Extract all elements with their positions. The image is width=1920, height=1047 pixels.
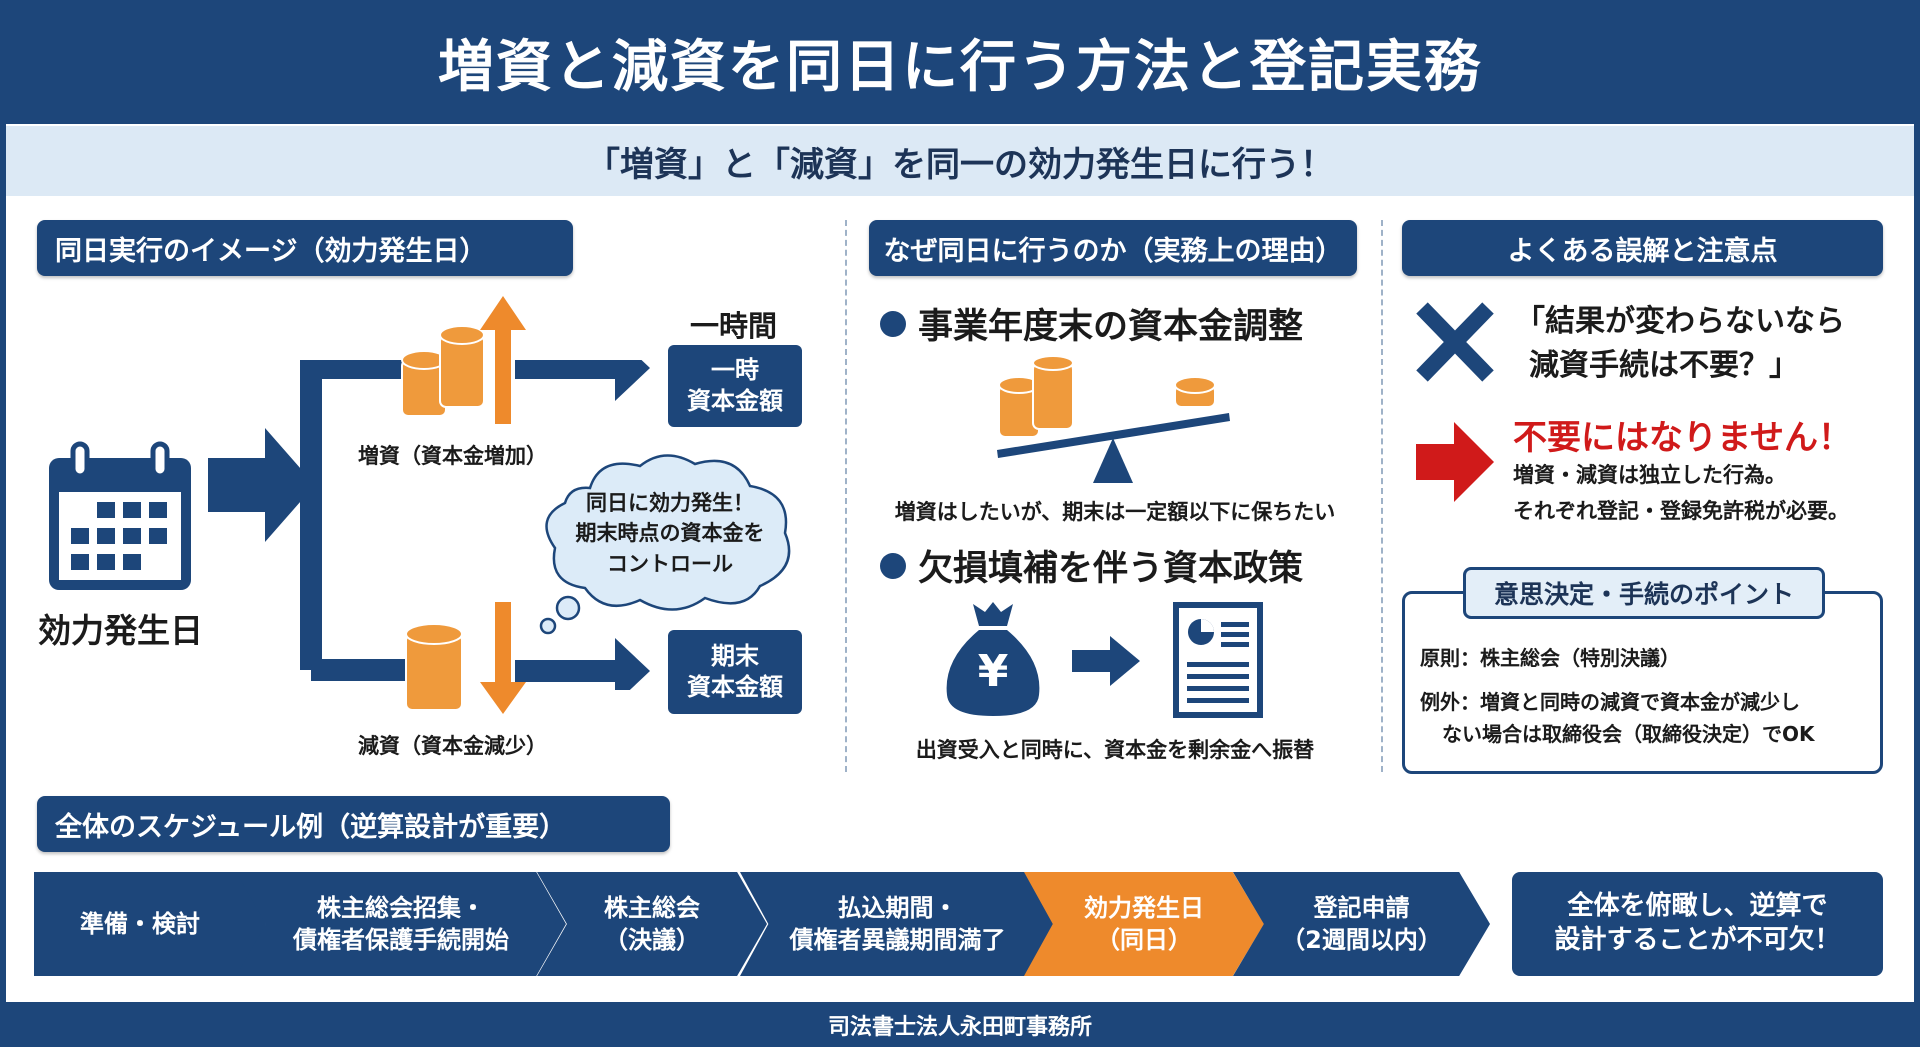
step-4-line2: 債権者異議期間満了 <box>789 926 1006 954</box>
decrease-label: 減資（資本金減少） <box>358 734 547 758</box>
yen-symbol: ¥ <box>977 646 1009 697</box>
decision-exception-line1: 例外：増資と同時の減資で資本金が減少し <box>1420 690 1800 714</box>
step-3-line1: 株主総会 <box>604 893 700 922</box>
divider <box>845 220 847 772</box>
temporary-capital-box: 一時 資本金額 <box>668 345 802 427</box>
effective-date-label: 効力発生日 <box>38 611 203 650</box>
step-2-line2: 債権者保護手続開始 <box>293 926 509 954</box>
misconception-line2: 減資手続は不要？」 <box>1529 347 1799 383</box>
red-arrow-icon <box>1416 422 1494 502</box>
bullet-icon <box>880 310 906 337</box>
reason-2: 欠損填補を伴う資本政策 <box>880 540 1303 591</box>
cross-icon <box>1416 302 1494 382</box>
seesaw-icon <box>997 355 1230 483</box>
schedule-step-5: 効力発生日 （同日） <box>1024 872 1264 976</box>
footer-firm-name: 司法書士法人永田町事務所 <box>0 1002 1920 1047</box>
reason-2-caption: 出資受入と同時に、資本金を剰余金へ振替 <box>915 738 1315 762</box>
reason-1-text: 事業年度末の資本金調整 <box>918 307 1304 347</box>
temporary-capital-line2: 資本金額 <box>687 387 783 415</box>
step-3-line2: （決議） <box>604 926 700 954</box>
step-1-line1: 準備・検討 <box>80 909 200 938</box>
schedule-header: 全体のスケジュール例（逆算設計が重要） <box>37 796 670 852</box>
decision-points-title: 意思決定・手続のポイント <box>1463 567 1825 619</box>
step-6-line2: （2週間以内） <box>1281 926 1442 954</box>
middle-section-header: なぜ同日に行うのか（実務上の理由） <box>869 220 1357 276</box>
end-capital-line1: 期末 <box>711 641 759 670</box>
misconception-line1: 「結果が変わらないなら <box>1515 304 1845 339</box>
page-title: 増資と減資を同日に行う方法と登記実務 <box>0 0 1920 124</box>
cloud-line3: コントロール <box>607 551 733 576</box>
step-4-line1: 払込期間・ <box>837 893 958 922</box>
decision-rule: 原則：株主総会（特別決議） <box>1420 646 1680 670</box>
decision-exception: 例外：増資と同時の減資で資本金が減少し ない場合は取締役会（取締役決定）でOK <box>1420 686 1815 750</box>
coins-increase-icon <box>401 296 526 424</box>
branch-arrows <box>208 360 650 690</box>
schedule-conclusion: 全体を俯瞰し、逆算で 設計することが不可欠！ <box>1512 872 1883 976</box>
step-5-line2: （同日） <box>1096 926 1192 954</box>
reason-2-text: 欠損填補を伴う資本政策 <box>918 549 1304 589</box>
right-section-header: よくある誤解と注意点 <box>1402 220 1883 276</box>
arrow-right-icon <box>1072 636 1140 686</box>
reason-1-caption: 増資はしたいが、期末は一定額以下に保ちたい <box>894 500 1336 524</box>
schedule-step-3: 株主総会 （決議） <box>537 872 767 976</box>
answer-detail-line2: それぞれ登記・登録免許税が必要。 <box>1513 498 1849 523</box>
thought-cloud-icon <box>539 454 791 635</box>
answer-heading: 不要にはなりません！ <box>1513 418 1852 458</box>
financial-report-icon <box>1173 602 1263 718</box>
end-capital-box: 期末 資本金額 <box>668 630 802 714</box>
conclusion-line2: 設計することが不可欠！ <box>1554 925 1841 955</box>
step-5-line1: 効力発生日 <box>1084 893 1204 922</box>
step-2-line1: 株主総会招集・ <box>317 893 485 922</box>
left-section-header: 同日実行のイメージ（効力発生日） <box>37 220 573 276</box>
end-capital-line2: 資本金額 <box>687 673 783 701</box>
divider <box>1381 220 1383 772</box>
cloud-line1: 同日に効力発生！ <box>586 491 754 515</box>
money-bag-icon <box>946 602 1040 716</box>
schedule-step-2: 株主総会招集・債権者保護手続開始 <box>236 872 566 976</box>
schedule-step-4: 払込期間・債権者異議期間満了 <box>740 872 1055 976</box>
increase-label: 増資（資本金増加） <box>358 444 547 468</box>
conclusion-line1: 全体を俯瞰し、逆算で <box>1567 891 1828 922</box>
schedule-step-6: 登記申請 （2週間以内） <box>1233 872 1490 976</box>
cloud-line2: 期末時点の資本金を <box>575 521 765 546</box>
reason-1: 事業年度末の資本金調整 <box>880 298 1303 349</box>
schedule-step-1: 準備・検討 <box>34 872 266 976</box>
cloud-text: 同日に効力発生！ 期末時点の資本金を コントロール <box>545 488 795 579</box>
answer-detail: 増資・減資は独立した行為。 それぞれ登記・登録免許税が必要。 <box>1513 458 1849 529</box>
temporary-period-label: 一時間 <box>690 309 778 343</box>
answer-detail-line1: 増資・減資は独立した行為。 <box>1513 463 1786 487</box>
misconception-quote: 「結果が変わらないなら 減資手続は不要？」 <box>1515 300 1845 387</box>
subtitle-banner: 「増資」と「減資」を同一の効力発生日に行う！ <box>6 126 1914 196</box>
coins-decrease-icon <box>405 602 526 714</box>
temporary-capital-line1: 一時 <box>711 355 759 384</box>
step-6-line1: 登記申請 <box>1313 893 1410 922</box>
bullet-icon <box>880 552 906 579</box>
decision-exception-line2: ない場合は取締役会（取締役決定）でOK <box>1442 722 1815 746</box>
calendar-icon <box>49 441 191 590</box>
